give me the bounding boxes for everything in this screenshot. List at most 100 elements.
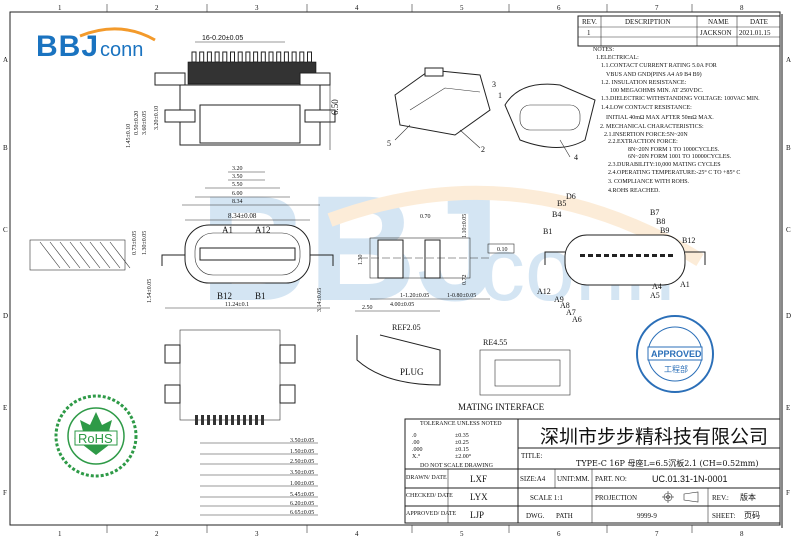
- row-marker: A: [3, 56, 8, 64]
- tolerance-key: .00: [412, 440, 420, 446]
- dim-text: 6.65±0.05: [290, 510, 314, 516]
- tolerance-key: .000: [412, 447, 423, 453]
- contact: [620, 254, 625, 257]
- pin-label: B7: [650, 208, 659, 217]
- pin: [214, 51, 220, 63]
- dim-text: 3.20: [232, 166, 243, 172]
- pin-label: A9: [554, 295, 564, 304]
- callout-2: 2: [481, 145, 485, 154]
- pin-label: A8: [560, 301, 570, 310]
- dim-text: 8.34: [232, 199, 243, 205]
- column-marker: 4: [355, 4, 359, 12]
- column-marker: 8: [740, 530, 744, 538]
- pin-label: B4: [552, 210, 561, 219]
- pin-label: A12: [255, 225, 271, 235]
- dim-text: 1-1.20±0.05: [400, 293, 429, 299]
- pin: [299, 51, 305, 63]
- hatch-line: [59, 241, 81, 269]
- pin: [276, 51, 282, 63]
- drawn-value: LXF: [470, 474, 487, 484]
- note-line: 100 MEGAOHMS MIN. AT 250VDC.: [610, 88, 704, 94]
- pin-label: B1: [543, 227, 552, 236]
- dim-text: 3.50±0.05: [290, 470, 314, 476]
- pad: [219, 415, 222, 425]
- contact: [596, 254, 601, 257]
- row-marker: D: [786, 312, 791, 320]
- checked-value: LYX: [470, 492, 488, 502]
- dim-text: 0.73±0.05: [132, 231, 138, 255]
- column-marker: 7: [655, 4, 659, 12]
- row-marker: C: [3, 226, 8, 234]
- column-marker: 2: [155, 4, 159, 12]
- description-header: DESCRIPTION: [625, 18, 671, 26]
- pin: [230, 51, 235, 63]
- pin-label: B12: [682, 236, 695, 245]
- column-marker: 1: [58, 4, 62, 12]
- rev-label: REV.:: [712, 494, 729, 502]
- pin-label: B1: [255, 291, 266, 301]
- note-line: 1.4.LOW CONTACT RESISTANCE:: [601, 105, 692, 111]
- pin: [191, 51, 197, 63]
- bbjconn-logo: BBJ conn: [36, 27, 156, 63]
- contact: [580, 254, 585, 257]
- tolerance-value: ±0.25: [455, 440, 469, 446]
- row-marker: B: [786, 144, 791, 152]
- scale: SCALE 1:1: [530, 494, 563, 502]
- sheet-label: SHEET:: [712, 512, 735, 520]
- note-line: 2.1.INSERTION FORCE:5N~20N: [604, 132, 688, 138]
- row-marker: D: [3, 312, 8, 320]
- path-label: PATH: [556, 512, 573, 520]
- svg-text:BBJ: BBJ: [36, 30, 99, 63]
- note-line: 2. MECHANICAL CHARACTERISTICS:: [600, 124, 704, 130]
- dim-text: 5.45±0.05: [290, 492, 314, 498]
- pin: [222, 51, 228, 63]
- dim-text: 3.20±0.10: [154, 106, 160, 130]
- dim-text: 1.00±0.05: [290, 481, 314, 487]
- pad: [255, 415, 258, 425]
- pad: [213, 415, 216, 425]
- rev-name: JACKSON: [700, 29, 732, 37]
- note-line: NOTES:: [593, 47, 614, 53]
- dim-text: 3.60±0.05: [142, 111, 148, 135]
- drawn-label: DRAWN/ DATE: [406, 475, 447, 481]
- rohs-stamp: RoHS: [54, 394, 138, 478]
- pin-label: A12: [537, 287, 551, 296]
- callout-5: 5: [387, 139, 391, 148]
- column-marker: 3: [255, 4, 259, 12]
- note-line: 1.1.CONTACT CURRENT RATING 5.0A FOR: [601, 63, 717, 69]
- dim-text: 0.72: [462, 275, 468, 286]
- hatch-line: [49, 241, 71, 269]
- dim-text: 1-0.80±0.05: [447, 293, 476, 299]
- checked-label: CHECKED/ DATE: [406, 493, 453, 499]
- plug-label: PLUG: [400, 367, 424, 377]
- approved-value: LJP: [470, 510, 484, 520]
- dim-text: 3.50: [232, 174, 243, 180]
- dim-text: 1.10±0.05: [462, 214, 468, 238]
- pin: [291, 51, 297, 63]
- pin-label: B5: [557, 199, 566, 208]
- note-line: INITIAL 40mΩ MAX AFTER 50mΩ MAX.: [606, 115, 714, 121]
- hatch-line: [109, 241, 131, 269]
- tolerance-value: ±0.15: [455, 447, 469, 453]
- part-no-label: PART. NO:: [595, 475, 627, 483]
- dim-text: 0.50±0.20: [134, 111, 140, 135]
- contact: [628, 254, 633, 257]
- dim-text: 1.30: [358, 255, 364, 266]
- side-view: 0.70 1.10±0.05 1.30 0.10 0.72 1-1.20±0.0…: [355, 214, 515, 312]
- pin-label: A1: [222, 225, 233, 235]
- dim-text: 2.50±0.05: [290, 459, 314, 465]
- pad: [195, 415, 198, 425]
- isometric-views: 5 2 3 1 4: [387, 67, 596, 162]
- row-marker: F: [786, 489, 790, 497]
- column-marker: 1: [58, 530, 62, 538]
- pin: [245, 51, 251, 63]
- dim-text: 0.10: [497, 247, 508, 253]
- company-name: 深圳市步步精科技有限公司: [540, 426, 768, 448]
- column-marker: 2: [155, 530, 159, 538]
- pad: [249, 415, 252, 425]
- hatch-line: [89, 241, 111, 269]
- column-marker: 6: [557, 530, 561, 538]
